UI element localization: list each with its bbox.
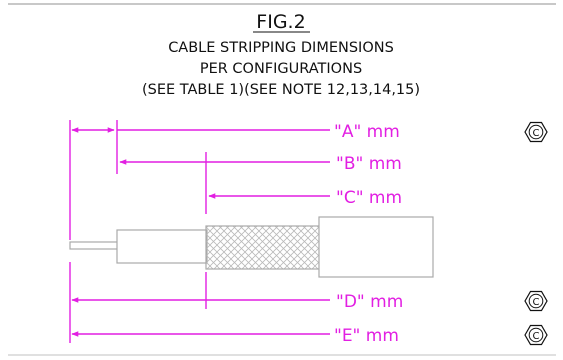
cable-dielectric [116,229,208,264]
figure-title-line-1: CABLE STRIPPING DIMENSIONS [168,40,394,56]
figure-title-line-3: (SEE TABLE 1)(SEE NOTE 12,13,14,15) [142,82,420,98]
figure-label: FIG.2 [256,11,305,33]
dimension-lines [71,127,330,337]
cable-center-conductor [69,241,119,250]
critical-symbol-letter: C [533,297,540,308]
critical-symbol-a: C [524,121,548,143]
cable-braid-shield [205,225,321,270]
critical-symbol-e: C [524,324,548,346]
circle-icon [528,327,544,343]
cable-outer-jacket [318,216,434,278]
dimension-label-d: "D" mm [336,292,403,312]
critical-symbol-letter: C [533,128,540,139]
cable [69,216,434,278]
circle-icon [528,124,544,140]
circle-icon [528,293,544,309]
dimension-label-e: "E" mm [334,326,399,346]
critical-symbol-letter: C [533,331,540,342]
figure-title-line-2: PER CONFIGURATIONS [200,61,362,77]
dimension-label-c: "C" mm [336,188,402,208]
dimension-label-a: "A" mm [334,122,400,142]
critical-symbol-d: C [524,290,548,312]
dimension-label-b: "B" mm [336,154,402,174]
